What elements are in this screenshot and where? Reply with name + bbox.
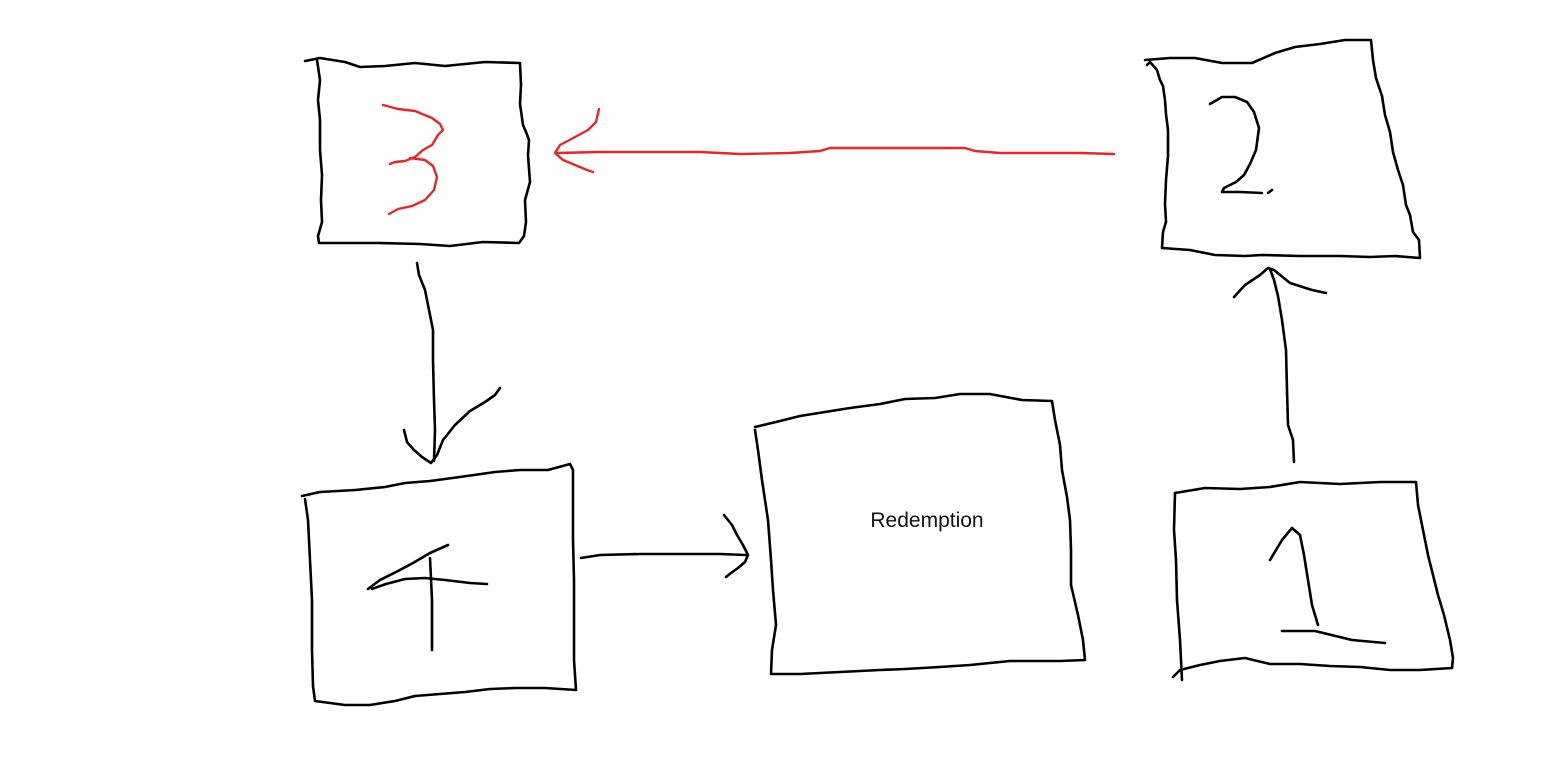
arrow-2-to-3 xyxy=(553,107,1116,174)
box-2-label-glyph xyxy=(1208,95,1274,195)
arrow-3-to-4-head xyxy=(402,386,502,465)
box-1-outline-left xyxy=(1172,491,1184,682)
arrow-4-to-redemption-head xyxy=(722,513,750,579)
box-4-label-glyph xyxy=(366,543,489,652)
box-1-label: 1 xyxy=(1300,589,1301,591)
arrow-1-to-2-head xyxy=(1232,266,1328,299)
box-3-outline xyxy=(303,56,532,248)
box-3: 3 xyxy=(303,56,532,248)
arrow-1-to-2 xyxy=(1232,266,1328,464)
arrow-3-to-4-shaft xyxy=(415,261,437,463)
box-redemption-outline xyxy=(753,392,1087,676)
box-1: 1 xyxy=(1171,480,1455,682)
arrow-1-to-2-shaft xyxy=(1268,267,1296,464)
box-redemption-label: Redemption xyxy=(870,509,983,532)
box-4-label: 4 xyxy=(430,599,431,601)
box-2: 2 xyxy=(1143,38,1422,260)
box-3-label-glyph xyxy=(381,103,445,216)
arrow-2-to-3-head xyxy=(553,107,601,174)
box-1-outline xyxy=(1171,480,1455,679)
arrow-4-to-redemption xyxy=(579,513,750,579)
box-redemption: Redemption xyxy=(753,392,1087,676)
arrow-3-to-4 xyxy=(402,261,502,465)
box-4: 4 xyxy=(300,462,578,707)
box-1-label-glyph xyxy=(1268,526,1387,645)
arrow-2-to-3-shaft xyxy=(554,146,1116,156)
box-2-outline xyxy=(1143,38,1422,260)
arrow-4-to-redemption-shaft xyxy=(579,552,748,560)
box-4-outline xyxy=(300,462,578,707)
box-2-label: 2 xyxy=(1240,149,1241,151)
